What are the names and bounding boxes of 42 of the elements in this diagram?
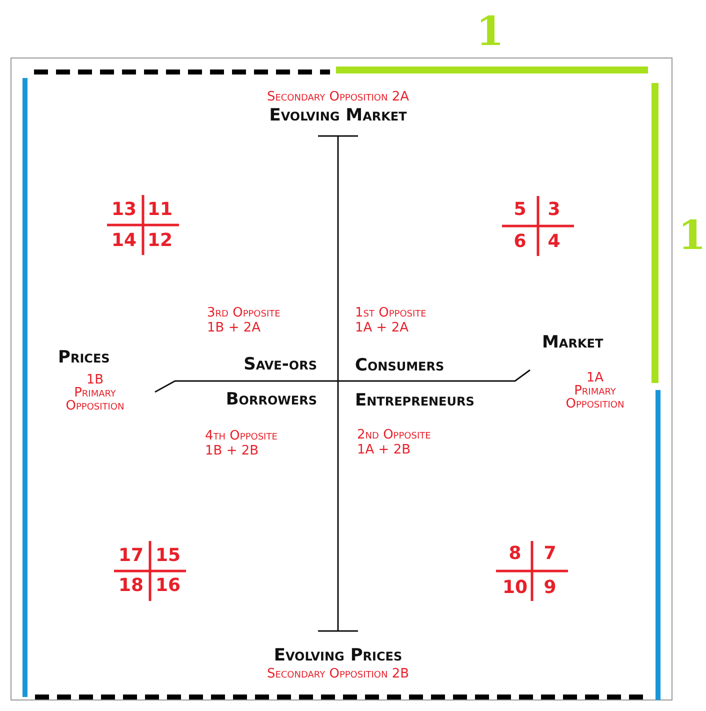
annotation-text: 3rd Opposite <box>207 306 280 320</box>
annotation-text: Primary <box>574 384 616 398</box>
quadrant-label: Save-ors <box>244 356 317 374</box>
annotation-text: 1A <box>586 372 604 384</box>
quadrant-number: 4 <box>548 233 560 251</box>
annotation-text: Secondary Opposition 2A <box>266 90 410 104</box>
quadrant-number: 8 <box>508 545 522 563</box>
annotation-text: Primary <box>74 386 116 400</box>
quadrant-number: 14 <box>111 232 137 250</box>
annotation-text: 1A + 2B <box>357 444 411 456</box>
pole-label: Market <box>542 334 604 352</box>
annotation-text: 1B + 2A <box>207 322 261 334</box>
axis-title: Evolving Market <box>269 108 407 124</box>
pole-label: Prices <box>58 350 110 366</box>
marker-number: 1 <box>476 12 504 52</box>
quadrant-label: Entrepreneurs <box>355 392 474 410</box>
axis-title: Evolving Prices <box>274 648 402 664</box>
quadrant-number: 12 <box>147 232 173 250</box>
annotation-text: 1B + 2B <box>205 444 259 458</box>
annotation-text: 1B <box>86 374 104 386</box>
annotation-text: Opposition <box>66 400 124 412</box>
annotation-text: 2nd Opposite <box>357 428 431 442</box>
quadrant-number: 7 <box>544 545 556 563</box>
annotation-text: 1st Opposite <box>355 306 426 320</box>
quadrant-number: 10 <box>502 579 528 597</box>
marker-number: 1 <box>678 216 706 256</box>
quadrant-number: 3 <box>548 201 560 219</box>
annotation-text: 4th Opposite <box>205 430 278 442</box>
quadrant-number: 13 <box>111 201 137 219</box>
annotation-text: Opposition <box>566 398 624 410</box>
quadrant-number: 15 <box>155 547 181 565</box>
quadrant-number: 5 <box>514 201 526 219</box>
quadrant-number: 6 <box>514 233 526 251</box>
quadrant-number: 17 <box>118 547 144 565</box>
annotation-text: 1A + 2A <box>355 322 408 334</box>
quadrant-number: 11 <box>147 201 173 219</box>
quadrant-label: Consumers <box>355 358 444 374</box>
quadrant-number: 9 <box>544 579 556 597</box>
quadrant-number: 18 <box>118 577 144 595</box>
quadrant-number: 16 <box>155 577 181 595</box>
quadrant-label: Borrowers <box>226 392 317 408</box>
annotation-text: Secondary Opposition 2B <box>266 668 410 680</box>
